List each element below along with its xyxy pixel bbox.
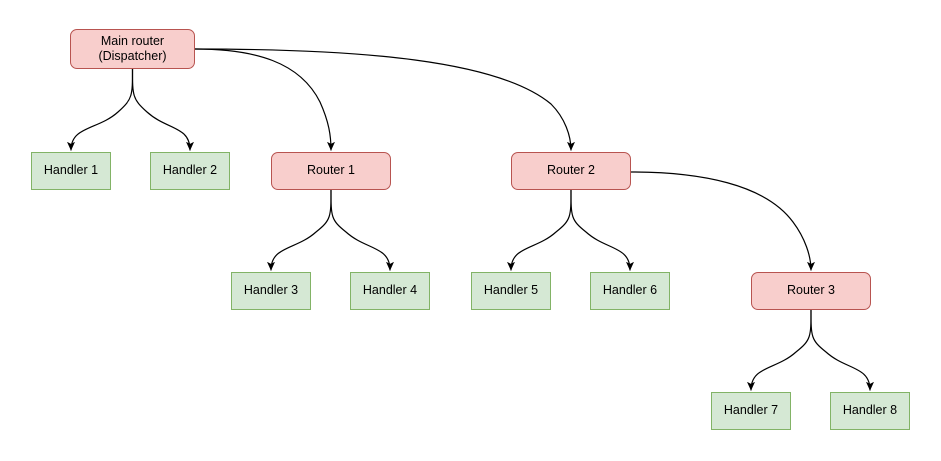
- node-handler-7[interactable]: Handler 7: [711, 392, 791, 430]
- edge-main-to-router-1: [194, 48, 335, 151]
- edge-router-2-to-handler-6: [570, 189, 634, 271]
- node-handler-8[interactable]: Handler 8: [830, 392, 910, 430]
- edge-router-1-to-handler-3: [267, 189, 332, 271]
- edge-main-to-router-2: [194, 48, 575, 151]
- node-handler-5[interactable]: Handler 5: [471, 272, 551, 310]
- edge-router-2-to-router-3: [630, 171, 815, 271]
- edge-router-3-to-handler-8: [810, 309, 874, 391]
- node-handler-3[interactable]: Handler 3: [231, 272, 311, 310]
- edge-router-3-to-handler-7: [747, 309, 812, 391]
- edge-main-to-handler-1: [67, 68, 134, 151]
- node-router-2[interactable]: Router 2: [511, 152, 631, 190]
- node-handler-4[interactable]: Handler 4: [350, 272, 430, 310]
- node-handler-1[interactable]: Handler 1: [31, 152, 111, 190]
- edges-group: [67, 48, 874, 391]
- node-router-1[interactable]: Router 1: [271, 152, 391, 190]
- edge-router-1-to-handler-4: [330, 189, 394, 271]
- edge-router-2-to-handler-5: [507, 189, 572, 271]
- node-handler-6[interactable]: Handler 6: [590, 272, 670, 310]
- node-handler-2[interactable]: Handler 2: [150, 152, 230, 190]
- node-router-3[interactable]: Router 3: [751, 272, 871, 310]
- node-main-router[interactable]: Main router (Dispatcher): [70, 29, 195, 69]
- edge-main-to-handler-2: [131, 68, 194, 151]
